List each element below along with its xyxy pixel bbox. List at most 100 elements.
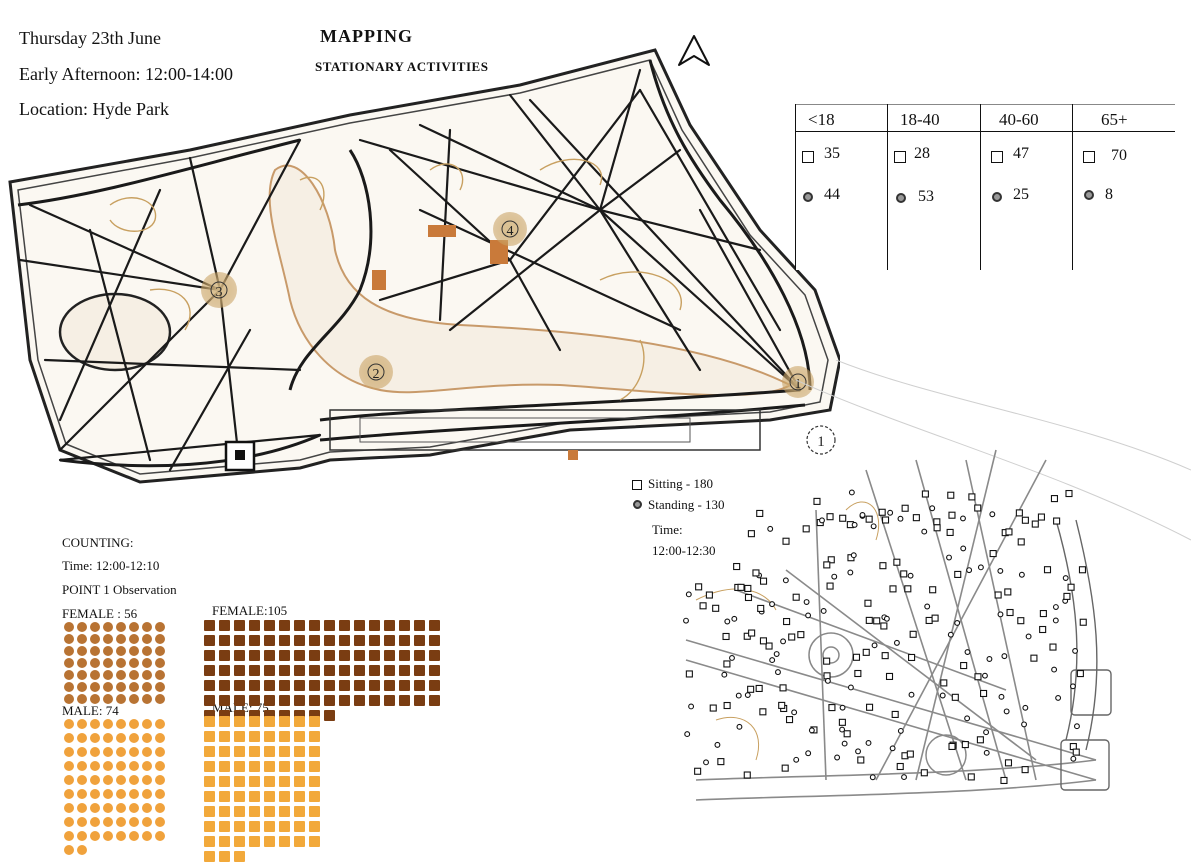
female-square xyxy=(219,665,230,676)
female-square xyxy=(219,635,230,646)
female-dot xyxy=(64,694,74,704)
sitting-mark xyxy=(1030,654,1038,662)
male-dot xyxy=(129,817,139,827)
sitting-icon xyxy=(1083,151,1095,163)
male-square xyxy=(234,791,245,802)
sitting-mark xyxy=(785,716,794,724)
female-dot xyxy=(64,670,74,680)
male-square xyxy=(219,746,230,757)
male-square xyxy=(264,731,275,742)
female-square xyxy=(234,635,245,646)
sitting-mark xyxy=(940,679,948,687)
sitting-icon xyxy=(802,151,814,163)
female-square xyxy=(264,680,275,691)
standing-mark xyxy=(1051,666,1058,673)
sitting-mark xyxy=(900,570,908,578)
standing-mark xyxy=(724,618,731,625)
sitting-mark xyxy=(873,617,881,625)
male-dot xyxy=(64,803,74,813)
detail-marker-label: 1 xyxy=(817,434,825,450)
female-dot xyxy=(103,694,113,704)
standing-mark xyxy=(889,745,896,752)
standing-mark xyxy=(871,642,878,649)
female-dot xyxy=(90,658,100,668)
female-square xyxy=(204,650,215,661)
standing-mark xyxy=(782,577,789,584)
sitting-mark xyxy=(757,604,765,612)
sitting-mark xyxy=(906,750,914,758)
male-square xyxy=(264,761,275,772)
standing-mark xyxy=(1003,708,1010,715)
sitting-mark xyxy=(779,684,787,692)
male-dot xyxy=(103,775,113,785)
male-square xyxy=(219,716,230,727)
male-dot xyxy=(64,775,74,785)
sitting-mark xyxy=(747,685,755,693)
sitting-mark xyxy=(748,629,756,637)
male-square xyxy=(204,821,215,832)
standing-mark xyxy=(731,615,738,622)
standing-mark xyxy=(954,619,961,626)
male-dot xyxy=(155,733,165,743)
female-square xyxy=(429,650,440,661)
female-square xyxy=(399,680,410,691)
standing-mark xyxy=(887,509,894,516)
female-square xyxy=(324,620,335,631)
standing-mark xyxy=(729,654,735,661)
female-square xyxy=(399,635,410,646)
male-dot xyxy=(142,719,152,729)
female-square xyxy=(264,635,275,646)
sitting-mark xyxy=(705,591,713,599)
sitting-mark xyxy=(931,614,939,622)
standing-mark xyxy=(1052,617,1059,624)
standing-count: 44 xyxy=(824,186,840,203)
sitting-mark xyxy=(695,583,703,591)
male-dots-grid xyxy=(64,719,165,855)
age-column-40-60: 40-60 47 25 xyxy=(980,104,1074,270)
male-square xyxy=(204,716,215,727)
sitting-mark xyxy=(733,562,741,571)
standing-mark xyxy=(820,608,827,614)
sitting-mark xyxy=(967,773,975,781)
male-dot xyxy=(90,747,100,757)
male-dot xyxy=(64,719,74,729)
sitting-mark xyxy=(1072,748,1080,756)
sitting-mark xyxy=(881,652,889,660)
sitting-mark xyxy=(765,642,773,650)
female-square xyxy=(279,620,290,631)
male-square xyxy=(249,761,260,772)
standing-mark xyxy=(769,657,776,664)
male-square xyxy=(294,746,305,757)
male-square xyxy=(264,821,275,832)
female-square xyxy=(234,710,245,721)
female-square xyxy=(234,695,245,706)
page-subtitle: STATIONARY ACTIVITIES xyxy=(315,59,489,74)
point-label-2: 2 xyxy=(373,367,380,382)
standing-mark xyxy=(839,726,846,733)
male-square xyxy=(309,791,320,802)
stationary-activity-marks xyxy=(683,489,1087,785)
female-square xyxy=(204,695,215,706)
female-square xyxy=(264,665,275,676)
female-square xyxy=(354,635,365,646)
male-dot xyxy=(103,733,113,743)
female-dot xyxy=(142,634,152,644)
sitting-mark xyxy=(788,633,796,641)
sitting-mark xyxy=(1063,592,1071,600)
sitting-mark xyxy=(756,509,764,518)
female-square xyxy=(279,695,290,706)
male-square xyxy=(309,716,320,727)
standing-mark xyxy=(964,649,971,656)
female-square xyxy=(279,650,290,661)
male-square xyxy=(294,761,305,772)
male-dot xyxy=(142,747,152,757)
sitting-mark xyxy=(968,493,976,501)
standing-mark xyxy=(848,489,855,496)
female-dots-grid xyxy=(64,622,165,704)
male-square xyxy=(279,791,290,802)
male-square xyxy=(204,746,215,757)
sitting-mark xyxy=(904,585,912,593)
standing-mark xyxy=(998,693,1005,700)
female-square xyxy=(384,620,395,631)
male-squares-grid xyxy=(204,716,320,862)
